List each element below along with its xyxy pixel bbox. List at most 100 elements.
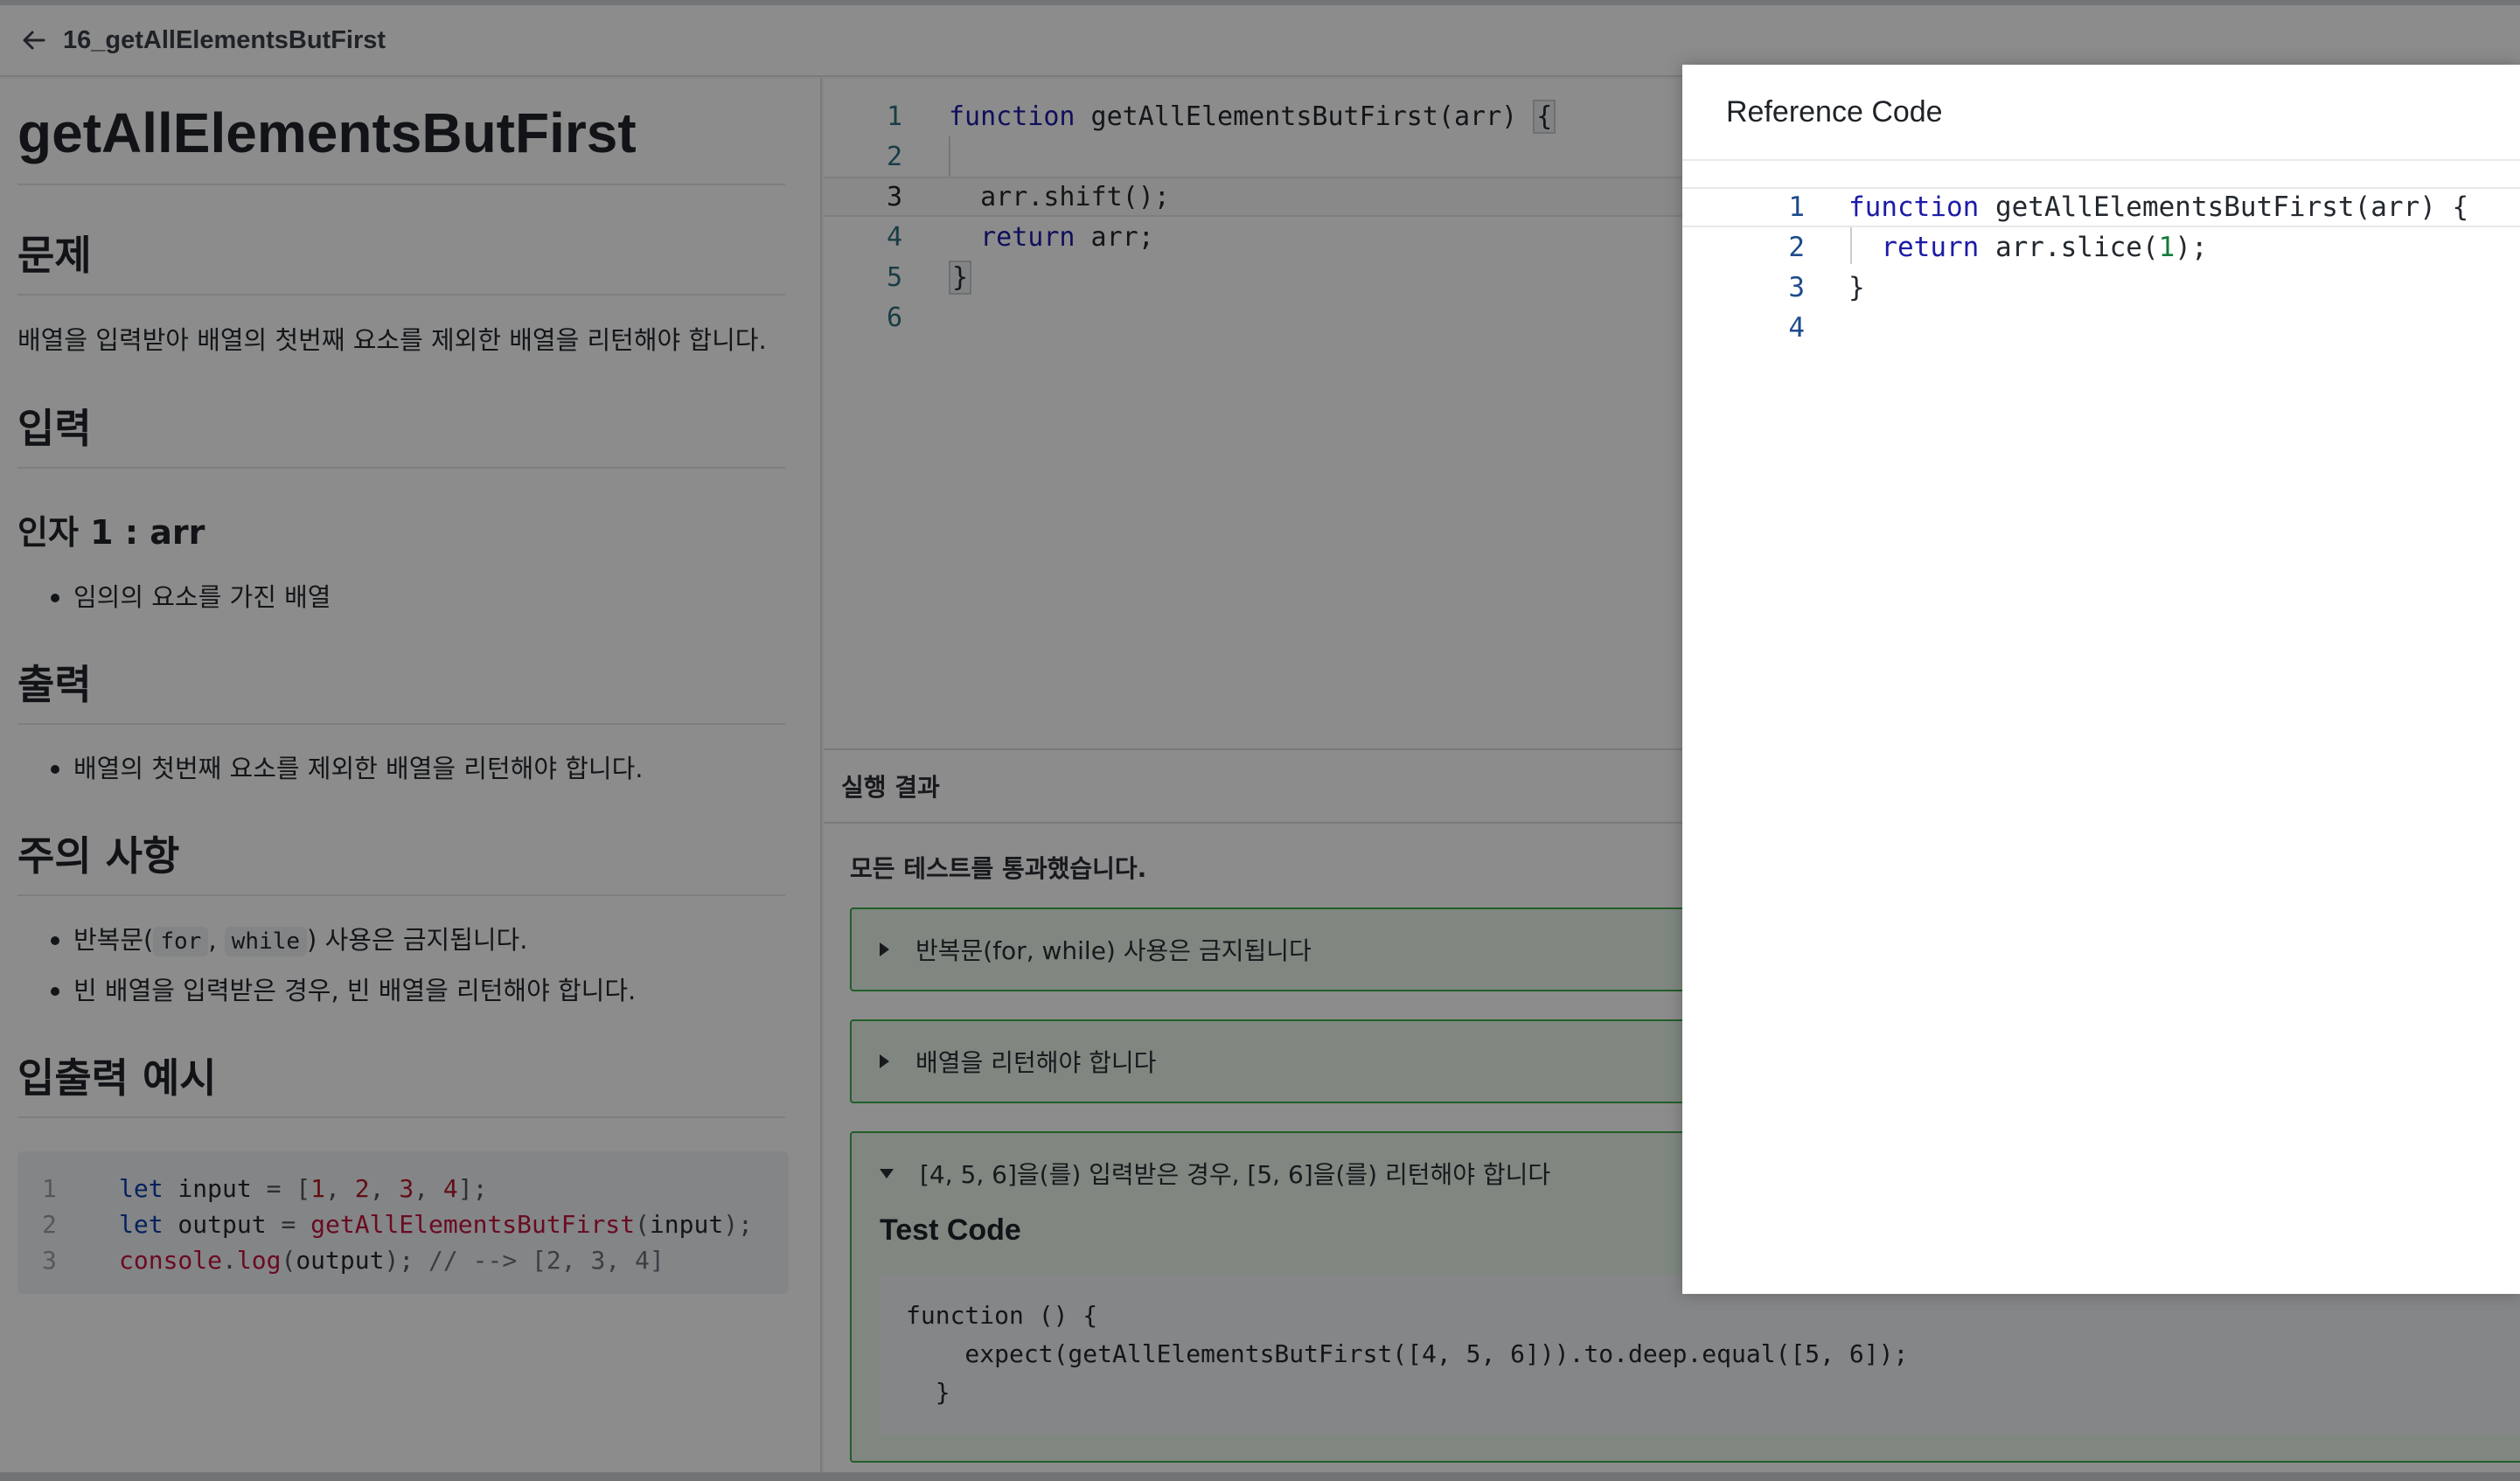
line-number: 4 xyxy=(1788,312,1805,344)
code-token: ); xyxy=(2175,232,2208,263)
list-item: 빈 배열을 입력받은 경우, 빈 배열을 리턴해야 합니다. xyxy=(17,966,785,1015)
problem-pane: getAllElementsButFirst 문제 배열을 입력받아 배열의 첫… xyxy=(0,79,822,1472)
question-heading: 문제 xyxy=(17,185,785,296)
test-case-label: 반복문(for, while) 사용은 금지됩니다 xyxy=(915,936,1312,965)
test-case-header[interactable]: 반복문(for, while) 사용은 금지됩니다 xyxy=(852,909,2520,990)
notes-heading: 주의 사항 xyxy=(17,793,785,896)
line-number: 5 xyxy=(886,261,902,293)
code-token: ); xyxy=(384,1246,429,1275)
code-token: input xyxy=(649,1210,724,1239)
code-token: ( xyxy=(281,1246,296,1275)
test-case-header[interactable]: [4, 5, 6]을(를) 입력받은 경우, [5, 6]을(를) 리턴해야 합… xyxy=(852,1133,2520,1213)
line-number: 2 xyxy=(1788,232,1805,263)
list-item: 반복문(for, while) 사용은 금지됩니다. xyxy=(17,915,785,966)
editor-line[interactable]: 2 xyxy=(824,136,2520,177)
bottom-bar xyxy=(0,1472,2520,1481)
list-item: 임의의 요소를 가진 배열 xyxy=(17,573,785,622)
test-case-label: 배열을 리턴해야 합니다 xyxy=(915,1048,1157,1077)
code-token: = xyxy=(281,1210,311,1239)
code-token: , xyxy=(414,1174,443,1203)
output-list: 배열의 첫번째 요소를 제외한 배열을 리턴해야 합니다. xyxy=(17,725,785,793)
page-title: 16_getAllElementsButFirst xyxy=(63,25,386,54)
code-keyword: function xyxy=(1848,191,1980,223)
code-token: ]; xyxy=(457,1174,488,1203)
list-item: 배열의 첫번째 요소를 제외한 배열을 리턴해야 합니다. xyxy=(17,744,785,793)
code-number: 2 xyxy=(354,1174,370,1203)
line-number: 4 xyxy=(886,221,902,253)
reference-code-modal: Reference Code 1 function getAllElementsB… xyxy=(1682,65,2520,1294)
code-token: getAllElementsButFirst(arr) { xyxy=(1979,191,2469,223)
editor-line[interactable]: 6 xyxy=(824,297,2520,337)
matched-bracket: } xyxy=(949,260,972,295)
note1-suffix: ) 사용은 금지됩니다. xyxy=(307,925,528,955)
editor-line[interactable]: 5} xyxy=(824,257,2520,297)
input-heading: 입력 xyxy=(17,358,785,469)
code-token: arr; xyxy=(1075,221,1154,253)
editor-line[interactable]: 4 return arr; xyxy=(824,217,2520,257)
test-case-label: [4, 5, 6]을(를) 입력받은 경우, [5, 6]을(를) 리턴해야 합… xyxy=(920,1160,1551,1189)
code-function: getAllElementsButFirst xyxy=(310,1210,636,1239)
code-number: 1 xyxy=(2158,232,2175,263)
code-token: ( xyxy=(635,1210,650,1239)
code-keyword: let xyxy=(119,1174,164,1203)
results-title: 실행 결과 xyxy=(841,773,940,802)
modal-header: Reference Code xyxy=(1682,65,2520,161)
code-number: 3 xyxy=(399,1174,414,1203)
code-line: } xyxy=(906,1378,950,1407)
code-function: log xyxy=(236,1246,282,1275)
matched-bracket: { xyxy=(1533,99,1556,134)
note1-prefix: 반복문( xyxy=(73,925,154,955)
triangle-down-icon xyxy=(880,1168,894,1179)
arg-heading: 인자 1 : arr xyxy=(17,513,205,552)
code-token: output xyxy=(296,1246,385,1275)
window-top-border xyxy=(0,0,2520,5)
code-token: , xyxy=(325,1174,355,1203)
triangle-right-icon xyxy=(880,942,889,956)
code-line: 3} xyxy=(1682,268,2520,308)
modal-title: Reference Code xyxy=(1726,94,1943,129)
code-number: 1 xyxy=(310,1174,326,1203)
code-token: input xyxy=(163,1174,267,1203)
test-case-header[interactable]: 배열을 리턴해야 합니다 xyxy=(852,1021,2520,1102)
code-token: [ xyxy=(296,1174,311,1203)
code-number: 4 xyxy=(442,1174,458,1203)
code-line: 2 return arr.slice(1); xyxy=(1682,227,2520,268)
code-line: function () { xyxy=(906,1301,1098,1330)
code-keyword: function xyxy=(949,101,1076,132)
code-comment: // --> [2, 3, 4] xyxy=(428,1246,665,1275)
line-number: 2 xyxy=(42,1210,57,1239)
inline-code-for: for xyxy=(153,927,209,956)
output-heading: 출력 xyxy=(17,622,785,725)
code-line: expect(getAllElementsButFirst([4, 5, 6])… xyxy=(906,1339,1909,1368)
code-token: ); xyxy=(723,1210,753,1239)
code-line: 4 xyxy=(1682,308,2520,348)
question-text: 배열을 입력받아 배열의 첫번째 요소를 제외한 배열을 리턴해야 합니다. xyxy=(17,325,767,355)
example-heading: 입출력 예시 xyxy=(17,1015,785,1118)
line-number: 1 xyxy=(1788,191,1805,223)
line-number: 3 xyxy=(42,1246,57,1275)
code-token: getAllElementsButFirst(arr) xyxy=(1075,101,1534,132)
arrow-left-icon[interactable] xyxy=(19,25,49,55)
inline-code-while: while xyxy=(224,927,308,956)
test-code-heading: Test Code xyxy=(880,1213,1021,1247)
notes-list: 반복문(for, while) 사용은 금지됩니다. 빈 배열을 입력받은 경우… xyxy=(17,896,785,1015)
line-number: 3 xyxy=(886,181,902,212)
code-token: , xyxy=(369,1174,400,1203)
line-number: 1 xyxy=(42,1174,57,1203)
code-keyword: return xyxy=(949,221,1076,253)
triangle-right-icon xyxy=(880,1054,889,1068)
indent-guide xyxy=(949,136,950,212)
test-case-body: Test Code function () { expect(getAllEle… xyxy=(852,1213,2520,1461)
problem-title: getAllElementsButFirst xyxy=(17,79,785,185)
line-number: 6 xyxy=(886,302,902,333)
code-token: . xyxy=(222,1246,237,1275)
indent-guide xyxy=(1850,227,1852,264)
code-token: arr.shift(); xyxy=(949,181,1170,212)
note1-separator: , xyxy=(208,925,217,955)
code-token: arr.slice( xyxy=(1979,232,2159,263)
